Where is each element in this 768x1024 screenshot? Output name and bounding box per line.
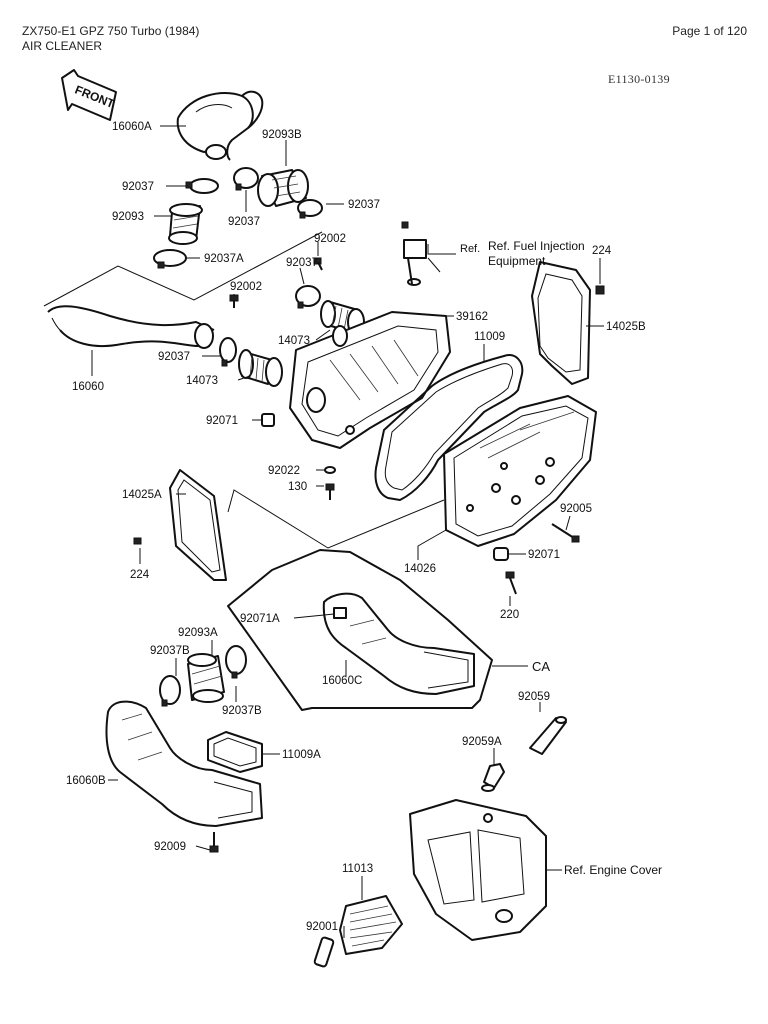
bolt-92005 (551, 523, 580, 543)
label-14025B: 14025B (606, 321, 646, 333)
label-92037B-a: 92037B (150, 645, 190, 657)
label-92093A: 92093A (178, 627, 218, 639)
label-92002-a: 92002 (314, 233, 346, 245)
label-92093B: 92093B (262, 129, 302, 141)
clamp-92037-a (185, 178, 219, 194)
side-cover-14025B (531, 261, 605, 385)
sensor-39162 (401, 221, 427, 286)
label-92059A: 92059A (462, 736, 502, 748)
clamp-92037-e (219, 337, 237, 367)
label-92071-a: 92071 (206, 415, 238, 427)
hose-92059 (529, 716, 567, 755)
label-16060A: 16060A (112, 121, 152, 133)
label-92001: 92001 (306, 921, 338, 933)
label-92037B-b: 92037B (222, 705, 262, 717)
side-cover-14025A (133, 469, 227, 581)
label-92093: 92093 (112, 211, 144, 223)
grommet-92071-a (261, 413, 275, 427)
clamp-92037A (153, 249, 187, 269)
label-92037-c: 92037 (348, 199, 380, 211)
header-page-number: Page 1 of 120 (672, 24, 747, 38)
label-16060: 16060 (72, 381, 104, 393)
clamp-92037B-b (225, 645, 247, 679)
part-labels: 16060A 92093B 92037 92037 92037 92093 92… (66, 121, 662, 933)
boot-92093B (257, 169, 309, 207)
label-11009A: 11009A (282, 749, 321, 761)
boot-14073-lower (238, 349, 283, 387)
label-ref-fuel-injection: Ref. Fuel Injection (488, 239, 585, 253)
label-224-a: 224 (592, 245, 612, 257)
gasket-11009 (374, 354, 524, 501)
boot-92093 (168, 203, 203, 245)
label-ref-fuel-prefix: Ref. (460, 243, 480, 255)
label-92037-b: 92037 (228, 216, 260, 228)
label-16060B: 16060B (66, 775, 106, 787)
label-224-b: 224 (130, 569, 150, 581)
label-39162: 39162 (456, 311, 488, 323)
intake-duct-16060A (176, 90, 264, 161)
clamp-92037B-a (159, 675, 181, 707)
diagram-reference-code: E1130-0139 (608, 72, 670, 86)
bolt-92009 (209, 832, 219, 853)
bolt-130 (325, 483, 335, 500)
label-11009: 11009 (474, 331, 505, 343)
label-92022: 92022 (268, 465, 300, 477)
front-arrow-badge: FRONT (61, 69, 117, 121)
bolt-220 (505, 571, 517, 595)
group-outline-middle (227, 489, 445, 549)
intake-duct-16060C (322, 592, 475, 695)
air-filter-element-11013 (339, 895, 403, 955)
label-220: 220 (500, 609, 519, 621)
clamp-92037-c (297, 199, 323, 219)
label-11013: 11013 (342, 863, 373, 875)
pin-92001 (313, 936, 335, 968)
air-cleaner-housing (289, 311, 451, 449)
label-92009: 92009 (154, 841, 186, 853)
label-14025A: 14025A (122, 489, 162, 501)
label-92037-e: 92037 (158, 351, 190, 363)
header-section-title: AIR CLEANER (22, 39, 103, 53)
group-outline-upper (43, 231, 323, 307)
ca-assembly-outline (227, 549, 493, 711)
label-14073-b: 14073 (186, 375, 218, 387)
clamp-92037-b (233, 167, 259, 191)
label-92071-b: 92071 (528, 549, 560, 561)
label-92005: 92005 (560, 503, 592, 515)
header-model: ZX750-E1 GPZ 750 Turbo (1984) (22, 24, 200, 38)
fitting-92059A (481, 763, 505, 792)
grommet-92071-b (493, 547, 509, 561)
label-92059: 92059 (518, 691, 550, 703)
leader-lines (91, 125, 604, 938)
label-92037A: 92037A (204, 253, 244, 265)
intake-duct-16060B (105, 700, 263, 827)
label-16060C: 16060C (322, 675, 362, 687)
air-cleaner-cover-14026 (443, 395, 597, 547)
label-ref-engine-cover: Ref. Engine Cover (564, 863, 662, 877)
label-14073-a: 14073 (278, 335, 310, 347)
engine-cover-reference (409, 799, 547, 941)
label-92037-d: 92037 (286, 257, 318, 269)
boot-92093A (187, 653, 225, 703)
label-14026: 14026 (404, 563, 436, 575)
bolt-92002-a (313, 257, 323, 271)
label-ref-fuel-equipment: Equipment (488, 254, 546, 268)
label-130: 130 (288, 481, 307, 493)
label-CA: CA (532, 659, 550, 674)
intake-duct-16060 (47, 305, 215, 349)
label-92071A: 92071A (240, 613, 280, 625)
washer-92022 (324, 466, 336, 474)
clamp-92037-d (295, 285, 321, 309)
label-92002-b: 92002 (230, 281, 262, 293)
gasket-11009A (207, 731, 263, 773)
bolt-92002-b (229, 294, 239, 308)
label-92037-a: 92037 (122, 181, 154, 193)
